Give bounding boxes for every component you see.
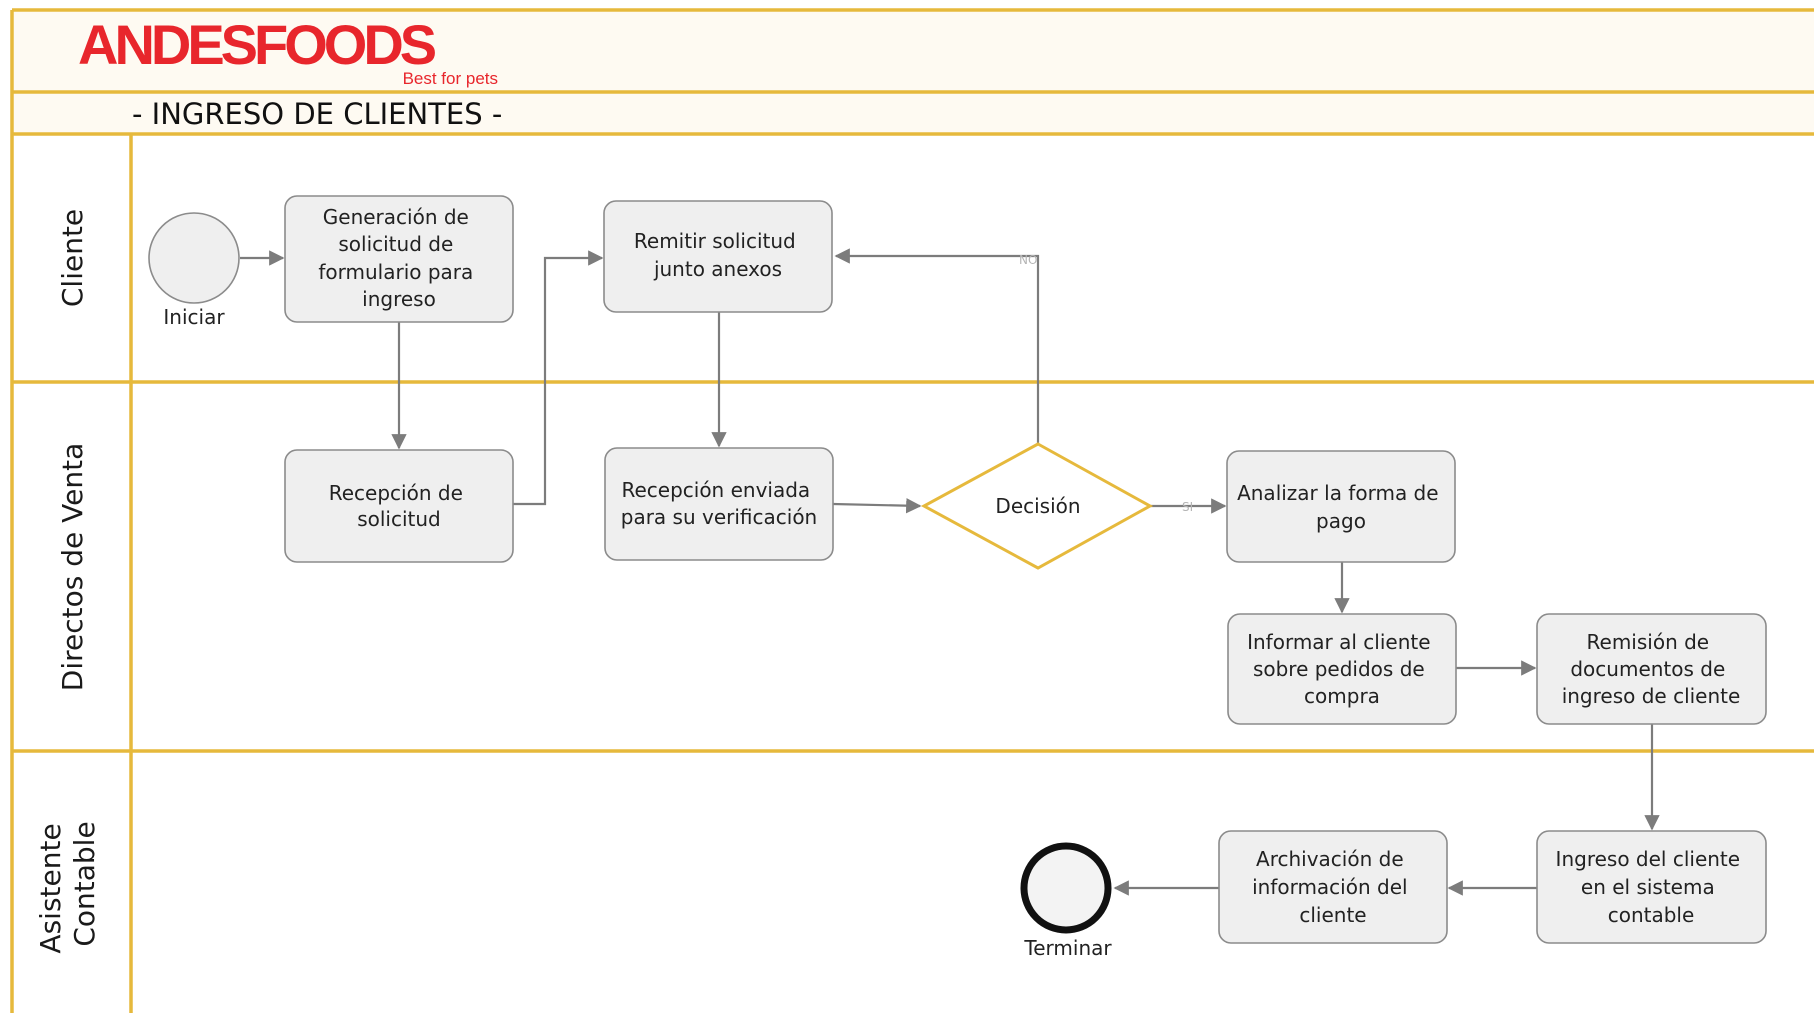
svg-text:Archivación de informaci: Archivación de información del cliente [1252,847,1414,927]
flow-recepcion-enviada-to-decision [832,497,922,514]
lane-label-asistente-contable: Asistente Contable [34,814,101,953]
svg-text:Ingreso del cliente en e: Ingreso del cliente en el sistema contab… [1556,847,1747,927]
decision-label: Decisión [995,494,1080,518]
flow-recepcion-to-remitir [512,250,604,506]
logo-brand-text: ANDESFOODS [78,13,436,76]
no-label: NO [1019,253,1037,267]
task-analizar: Analizar la forma de pago [1226,450,1456,563]
diagram-title: - INGRESO DE CLIENTES - [132,97,502,131]
si-label: SI [1182,500,1193,514]
lane-label-cliente: Cliente [56,209,89,307]
title-band [12,92,1814,134]
logo-tagline: Best for pets [403,69,498,88]
svg-text:Remitir solicitud junto: Remitir solicitud junto anexos [634,229,802,281]
task-generacion: Generación de solicitud de formulario pa… [284,195,514,323]
lane-frame [10,8,1814,1013]
connectors: NO SI [240,248,1660,896]
task-remision: Remisión de documentos de ingreso de cli… [1536,613,1767,725]
end-event [1020,842,1112,934]
svg-text:Analizar la forma de pag: Analizar la forma de pago [1237,481,1445,533]
svg-text:Recepción enviada para s: Recepción enviada para su verificación [621,478,817,529]
svg-text:Informar al cliente sobr: Informar al cliente sobre pedidos de com… [1247,630,1437,708]
svg-text:Remisión de documentos d: Remisión de documentos de ingreso de cli… [1562,630,1741,708]
end-event-label: Terminar [1023,936,1112,960]
start-event [148,212,240,304]
company-logo: ANDESFOODS Best for pets [78,13,498,88]
task-ingreso-sistema: Ingreso del cliente en el sistema contab… [1536,830,1767,944]
flow-decision-no [834,248,1040,444]
svg-text:Generación de solicitud: Generación de solicitud de formulario pa… [318,205,479,311]
task-recepcion-enviada: Recepción enviada para su verificación [604,447,834,561]
task-remitir: Remitir solicitud junto anexos [603,200,833,313]
task-archivacion: Archivación de información del cliente [1218,830,1448,944]
lane-label-directos-de-venta: Directos de Venta [56,443,89,691]
decision-gateway: Decisión [920,442,1154,570]
header-band [12,12,1814,92]
task-informar: Informar al cliente sobre pedidos de com… [1227,613,1457,725]
svg-text:Recepción de solicitud: Recepción de solicitud [329,481,469,531]
start-event-label: Iniciar [163,305,225,329]
task-recepcion-solicitud: Recepción de solicitud [284,449,514,563]
